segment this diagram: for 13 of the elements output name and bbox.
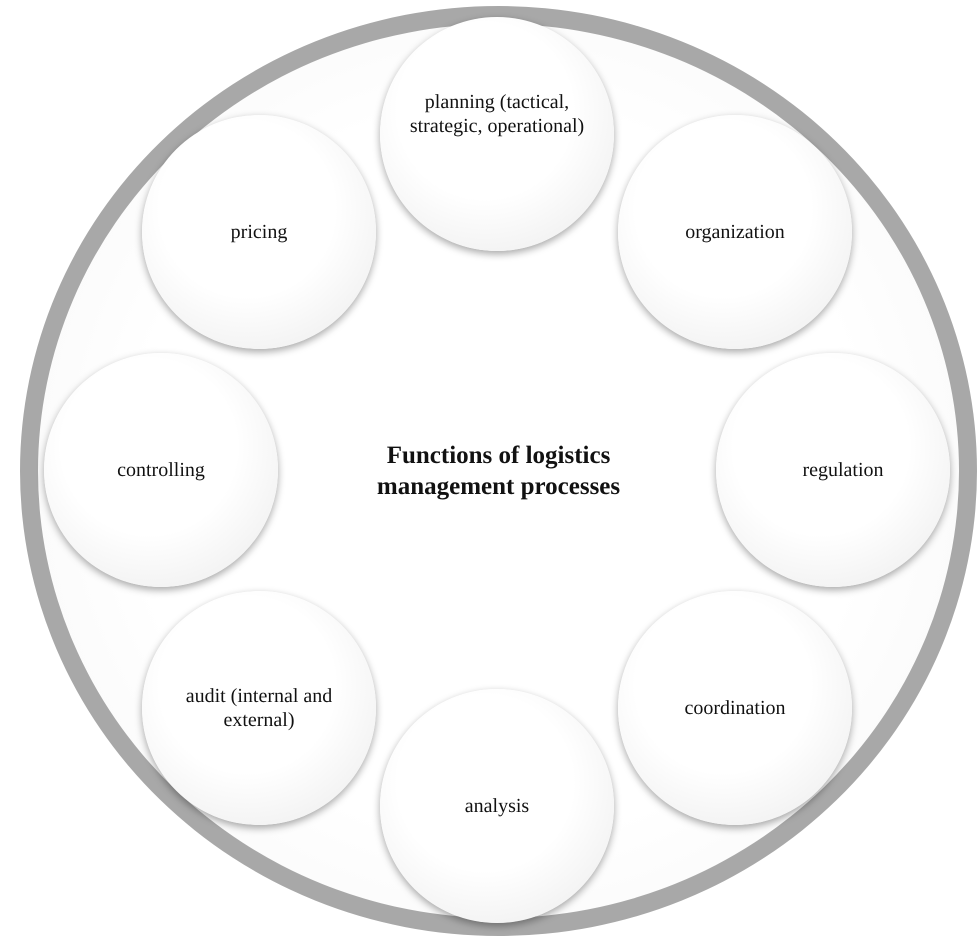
function-label: controlling: [116, 458, 206, 482]
function-circle: [380, 17, 614, 251]
function-circle: [716, 353, 950, 587]
function-circle: [380, 689, 614, 923]
function-label: planning (tactical, strategic, operational): [408, 90, 586, 138]
function-label: pricing: [230, 220, 288, 244]
function-label: regulation: [801, 458, 885, 482]
function-label: analysis: [464, 794, 530, 818]
function-circle: [44, 353, 278, 587]
center-title: Functions of logistics management processes: [376, 440, 622, 502]
function-label: coordination: [683, 696, 787, 720]
function-label: organization: [684, 220, 786, 244]
function-label: audit (internal and external): [184, 684, 334, 732]
